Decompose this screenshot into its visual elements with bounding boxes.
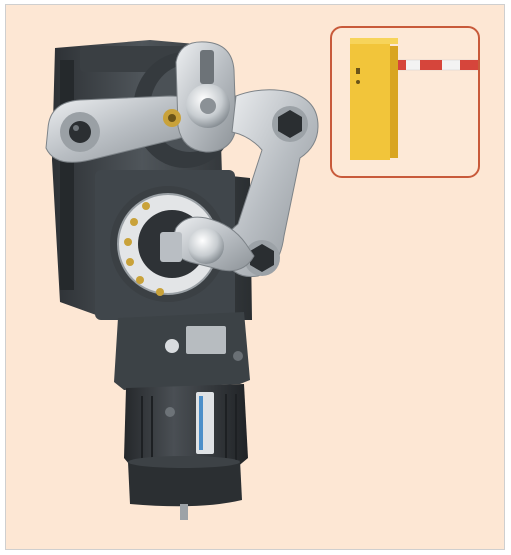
motor-end-cap [128,460,242,507]
motor-body [124,384,248,470]
housing-rib-left [60,60,74,290]
gold-nut-center [168,114,176,122]
left-arm-bolt-highlight [73,125,79,131]
motor-nameplate-stripe [199,396,203,450]
left-arm-bolt [69,121,91,143]
motor-shaft [180,504,188,520]
rod-top-nut [278,110,302,138]
gate-cabinet-keyhole [356,80,360,84]
gate-cabinet-lock [356,68,360,74]
gearbox-label [186,326,226,354]
gate-cabinet-side [388,46,398,158]
gate-cabinet-top [350,38,398,44]
lower-hub [188,228,224,264]
gearbox-badge [165,339,179,353]
motor-screw [165,407,175,417]
barrier-gate-illustration [350,38,478,160]
limit-ring-screws [124,202,164,296]
motor-cooling-fins [141,394,237,462]
gearbox [114,312,250,390]
rod-bottom-nut [250,244,274,272]
motor-end-cap-rim [128,456,240,468]
boom-arm [393,59,478,71]
barrier-gate-inset [330,26,480,178]
gate-cabinet-front [350,42,390,160]
lower-hub-clamp [160,232,182,262]
gearbox-bolt-right [233,351,243,361]
top-hub-center [200,98,216,114]
top-hub-slot [200,50,214,84]
motor-nameplate [196,392,214,454]
